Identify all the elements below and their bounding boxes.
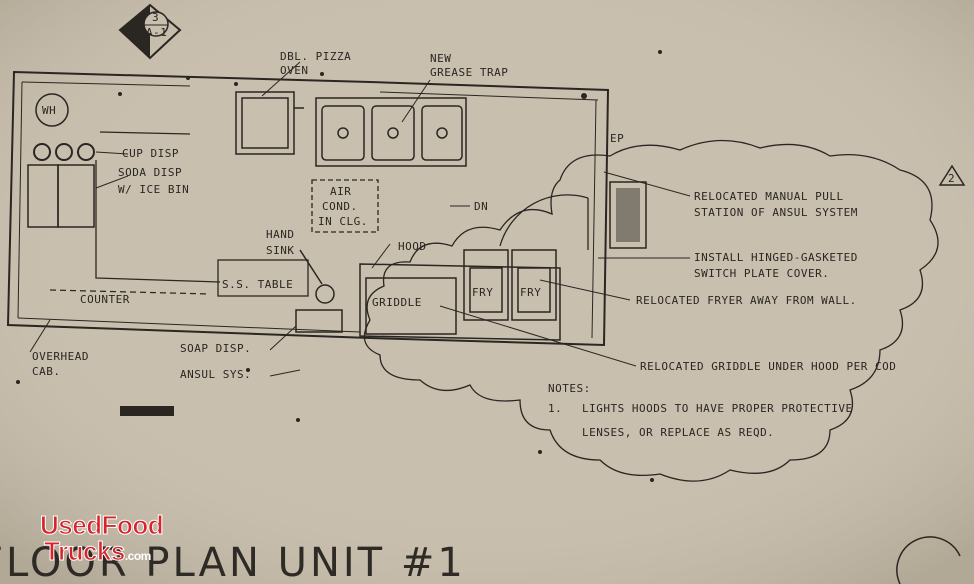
- revision-cloud: [363, 139, 939, 482]
- overhead-cab-label-1: OVERHEAD: [32, 350, 89, 363]
- door-swing: [499, 194, 589, 250]
- cup-disp-label: CUP DISP: [122, 147, 179, 160]
- callout-switch-plate-1: INSTALL HINGED-GASKETED: [694, 251, 858, 264]
- hood: [359, 263, 561, 341]
- plan-title: FLOOR PLAN UNIT #1: [0, 540, 466, 584]
- pizza-oven-label-2: OVEN: [280, 64, 309, 77]
- notes-heading: NOTES:: [548, 382, 591, 395]
- soda-disp-label-2: W/ ICE BIN: [118, 183, 189, 196]
- callout-pull-station-2: STATION OF ANSUL SYSTEM: [694, 206, 858, 219]
- usedfoodtrucks-logo: UsedFood Trucks.com: [39, 510, 176, 567]
- soap-disp-label: SOAP DISP.: [180, 342, 251, 355]
- pizza-oven: [235, 91, 304, 155]
- callout-griddle: RELOCATED GRIDDLE UNDER HOOD PER COD: [640, 360, 896, 373]
- dn-label: DN: [474, 200, 488, 213]
- callout-switch-plate-2: SWITCH PLATE COVER.: [694, 267, 829, 280]
- counter: [49, 131, 221, 295]
- fry-label-2: FRY: [520, 286, 541, 299]
- logo-line2: Trucks.com: [44, 536, 152, 567]
- logo-line1: UsedFood: [39, 510, 164, 541]
- grease-trap-label-2: GREASE TRAP: [430, 66, 508, 79]
- switch-plate: [609, 181, 647, 249]
- air-cond-label-1: AIR: [330, 185, 351, 198]
- leader-lines: [29, 61, 691, 377]
- section-marker: 3 A-1: [118, 3, 182, 60]
- griddle-label: GRIDDLE: [372, 296, 422, 309]
- callout-pull-station-1: RELOCATED MANUAL PULL: [694, 190, 844, 203]
- water-heater: WH: [35, 93, 69, 127]
- soda-dispenser: [27, 164, 95, 228]
- notes-item-line-1: LIGHTS HOODS TO HAVE PROPER PROTECTIVE: [582, 402, 853, 415]
- logo-suffix: .com: [124, 549, 152, 563]
- pizza-oven-label-1: DBL. PIZZA: [280, 50, 351, 63]
- corner-marker: [896, 536, 961, 584]
- soda-disp-label-1: SODA DISP: [118, 166, 182, 179]
- fry-label-1: FRY: [472, 286, 493, 299]
- grease-trap-label-1: NEW: [430, 52, 451, 65]
- ink-speckles: [16, 50, 662, 482]
- air-cond-label-3: IN CLG.: [318, 215, 368, 228]
- hood-label: HOOD: [398, 240, 427, 253]
- griddle: [365, 277, 457, 335]
- trailer-outline: [6, 70, 610, 347]
- counter-label: COUNTER: [80, 293, 130, 306]
- section-marker-top: 3: [152, 11, 159, 24]
- three-compartment-sink: [315, 97, 467, 167]
- logo-line2-text: Trucks: [44, 536, 126, 567]
- cup-dispensers: [33, 143, 95, 161]
- ss-table: [217, 259, 309, 297]
- air-conditioner: [311, 179, 379, 233]
- revision-marker-number: 2: [948, 172, 955, 185]
- hand-sink-label-1: HAND: [266, 228, 295, 241]
- revision-marker: 2: [938, 164, 966, 186]
- water-heater-label: WH: [42, 104, 56, 117]
- ep-label: EP: [610, 132, 624, 145]
- ss-table-label: S.S. TABLE: [222, 278, 293, 291]
- hand-sink-label-2: SINK: [266, 244, 295, 257]
- notes-item-line-2: LENSES, OR REPLACE AS REQD.: [582, 426, 774, 439]
- overhead-cab-label-2: CAB.: [32, 365, 61, 378]
- section-marker-bottom: A-1: [146, 26, 167, 39]
- air-cond-label-2: COND.: [322, 200, 358, 213]
- ansul-sys-label: ANSUL SYS.: [180, 368, 251, 381]
- switch-plate-fill: [616, 188, 640, 242]
- notes-item-number: 1.: [548, 402, 562, 415]
- hand-sink: [295, 249, 343, 333]
- callout-fryer: RELOCATED FRYER AWAY FROM WALL.: [636, 294, 857, 307]
